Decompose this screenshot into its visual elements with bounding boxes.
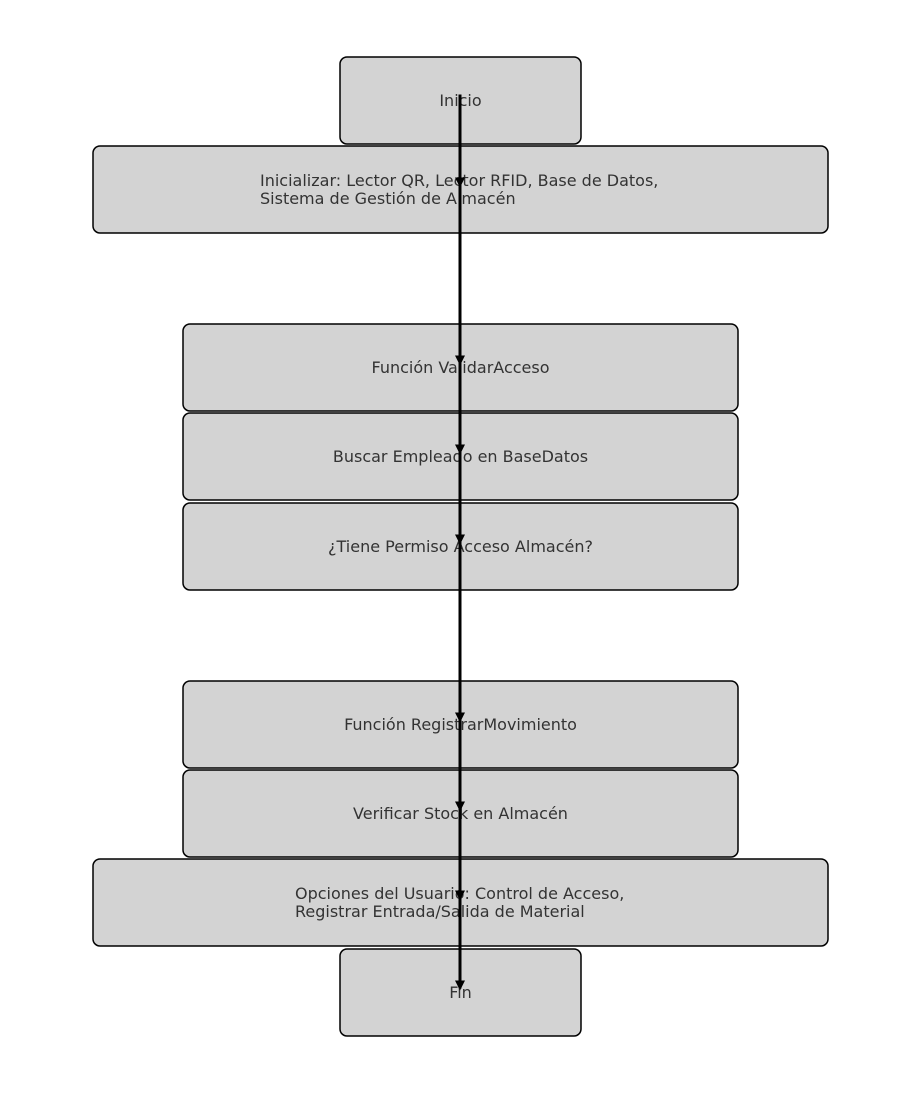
flow-node-label: Sistema de Gestión de Almacén xyxy=(260,189,516,208)
flow-node-label: Registrar Entrada/Salida de Material xyxy=(295,902,585,921)
flow-node-label: Fin xyxy=(449,983,472,1002)
flow-node-fin: Fin xyxy=(339,948,582,1037)
